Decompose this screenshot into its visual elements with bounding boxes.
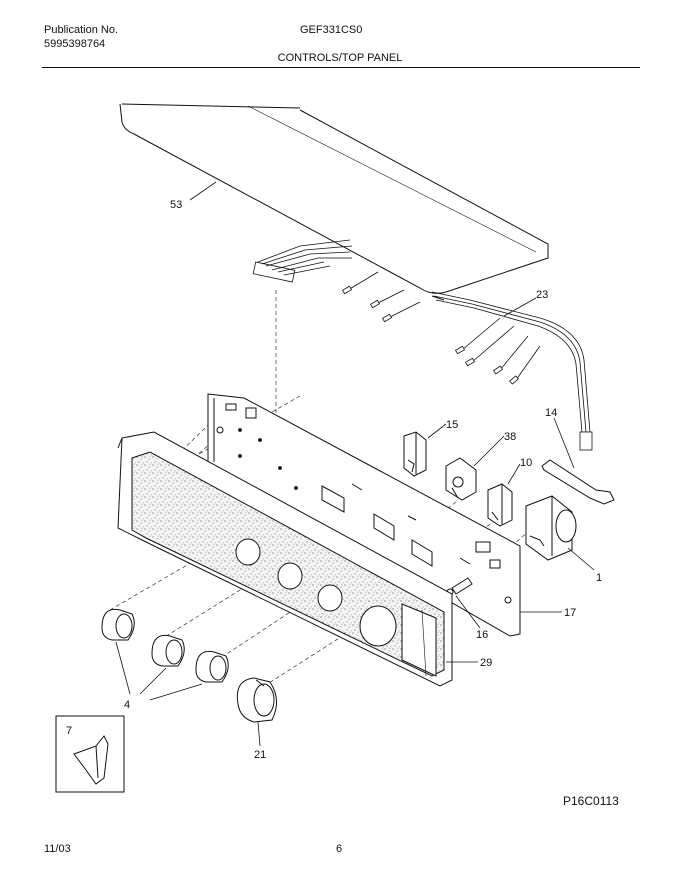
top-panel xyxy=(119,103,549,301)
header-rule xyxy=(42,67,640,68)
inset-part-7 xyxy=(55,715,125,793)
timer xyxy=(525,495,577,561)
callout-23: 23 xyxy=(536,289,548,301)
callout-16: 16 xyxy=(476,629,488,641)
control-panel xyxy=(117,431,453,687)
callout-1: 1 xyxy=(596,572,602,584)
harness-connector xyxy=(252,239,353,283)
callout-21: 21 xyxy=(254,749,266,761)
callout-17: 17 xyxy=(564,607,576,619)
model-number: GEF331CS0 xyxy=(300,24,363,36)
timer-knob-21 xyxy=(236,677,277,723)
leader-lines xyxy=(115,181,595,747)
switch-10 xyxy=(487,483,513,527)
switch-38 xyxy=(445,457,477,501)
callout-4: 4 xyxy=(124,699,130,711)
callout-15: 15 xyxy=(446,419,458,431)
publication-number: 5995398764 xyxy=(44,38,106,50)
callout-10: 10 xyxy=(520,457,532,469)
page-number: 6 xyxy=(336,843,343,855)
footer-date: 11/03 xyxy=(44,843,71,855)
knob-4-c xyxy=(195,650,229,683)
callout-14: 14 xyxy=(545,407,557,419)
wire-harness xyxy=(341,271,593,451)
knob-4-b xyxy=(151,634,185,667)
callout-53: 53 xyxy=(170,199,182,211)
knob-4-a xyxy=(101,608,135,641)
callout-29: 29 xyxy=(480,657,492,669)
publication-label: Publication No. xyxy=(44,24,118,36)
callout-38: 38 xyxy=(504,431,516,443)
section-title: CONTROLS/TOP PANEL xyxy=(277,52,403,64)
callout-7: 7 xyxy=(66,725,72,737)
selector-switch-15 xyxy=(403,431,427,477)
part-14 xyxy=(541,459,615,505)
figure-code: P16C0113 xyxy=(563,794,619,808)
